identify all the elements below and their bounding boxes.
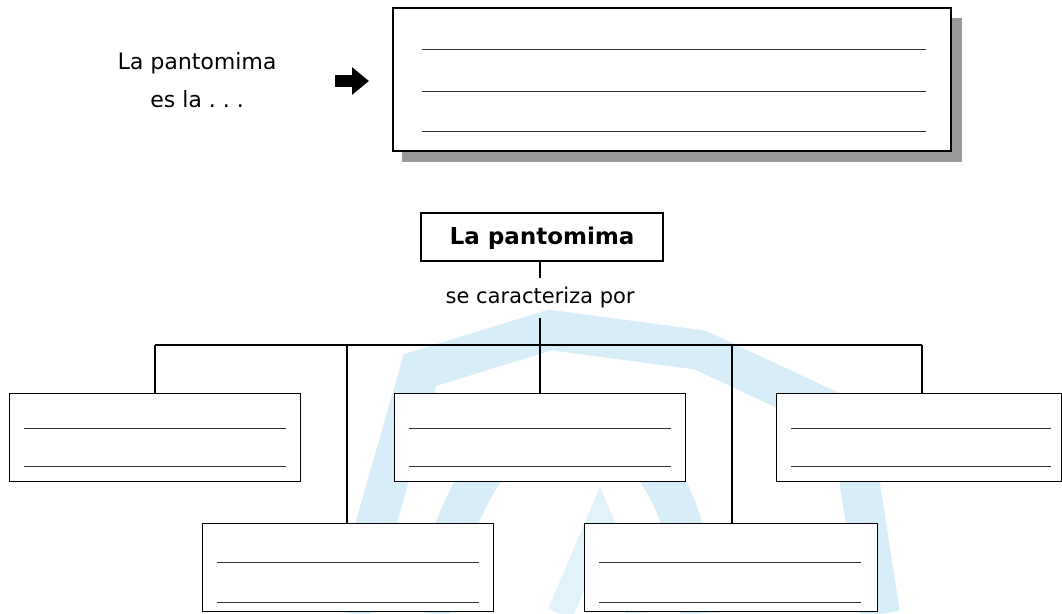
- prompt-line-2: es la . . .: [150, 88, 244, 113]
- answer-line[interactable]: [791, 466, 1051, 467]
- answer-line[interactable]: [409, 428, 671, 429]
- answer-line[interactable]: [409, 466, 671, 467]
- characteristic-box-3[interactable]: [776, 393, 1062, 482]
- prompt-text: La pantomima es la . . .: [92, 44, 302, 120]
- characteristic-box-1[interactable]: [9, 393, 301, 482]
- answer-line[interactable]: [24, 428, 286, 429]
- answer-line[interactable]: [217, 562, 479, 563]
- characteristic-box-4[interactable]: [202, 523, 494, 612]
- prompt-line-1: La pantomima: [117, 50, 277, 75]
- right-arrow-icon: [335, 67, 369, 95]
- answer-line[interactable]: [599, 602, 861, 603]
- answer-line[interactable]: [422, 91, 926, 92]
- answer-line[interactable]: [422, 131, 926, 132]
- answer-line[interactable]: [599, 562, 861, 563]
- answer-line[interactable]: [791, 428, 1051, 429]
- characteristic-box-2[interactable]: [394, 393, 686, 482]
- characteristic-box-5[interactable]: [584, 523, 878, 612]
- answer-line[interactable]: [24, 466, 286, 467]
- diagram-title-box: La pantomima: [420, 212, 664, 262]
- connector-label: se caracteriza por: [445, 284, 635, 308]
- definition-answer-box[interactable]: [392, 7, 952, 152]
- answer-line[interactable]: [217, 602, 479, 603]
- diagram-title: La pantomima: [449, 224, 635, 250]
- answer-line[interactable]: [422, 49, 926, 50]
